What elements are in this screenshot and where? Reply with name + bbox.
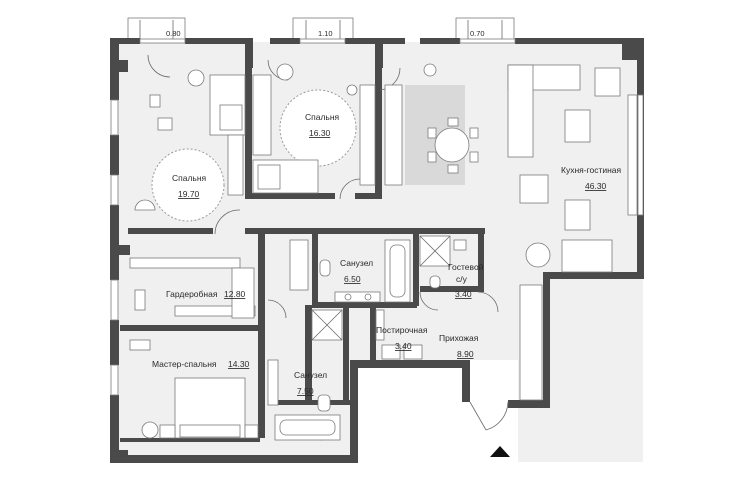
bathroom-2-fixtures — [267, 309, 343, 441]
guest-wc-fixtures — [419, 235, 467, 289]
room-name-bathroom-1: Санузел — [340, 258, 373, 268]
room-area-bathroom-2: 7.50 — [297, 386, 314, 396]
room-name-laundry: Постирочная — [376, 325, 428, 335]
interior-walls — [120, 68, 485, 442]
doors — [147, 54, 509, 441]
room-name-guest-wc-line1: Гостевой — [448, 262, 484, 272]
room-area-bathroom-1: 6.50 — [344, 274, 361, 284]
room-name-bedroom-2: Спальня — [305, 112, 340, 122]
windows — [110, 38, 644, 396]
bedroom-1-furniture — [134, 69, 246, 222]
balcony-3: 0.70 — [455, 17, 515, 43]
room-area-bedroom-2: 16.30 — [309, 128, 331, 138]
room-labels: Спальня 19.70 Спальня 16.30 Кухня-гостин… — [152, 112, 622, 396]
balcony-3-depth: 0.70 — [470, 29, 485, 38]
room-area-laundry: 3.40 — [395, 341, 412, 351]
room-name-hallway: Прихожая — [439, 333, 479, 343]
room-area-bedroom-1: 19.70 — [178, 189, 200, 199]
room-area-wardrobe: 12.80 — [224, 289, 246, 299]
room-name-kitchen-living: Кухня-гостиная — [561, 165, 622, 175]
room-area-guest-wc: 3.40 — [455, 289, 472, 299]
room-name-bedroom-1: Спальня — [172, 173, 207, 183]
room-name-guest-wc-line2: с/у — [456, 274, 468, 284]
room-name-master-bedroom: Мастер-спальня — [152, 359, 217, 369]
wardrobe-fixtures — [129, 257, 256, 319]
balcony-1-depth: 0.80 — [166, 29, 181, 38]
balcony-2-depth: 1.10 — [318, 29, 333, 38]
bedroom-2-furniture — [252, 63, 376, 194]
laundry-fixtures — [375, 309, 423, 360]
room-area-master-bedroom: 14.30 — [228, 359, 250, 369]
room-name-wardrobe: Гардеробная — [166, 289, 218, 299]
hallway-fixtures — [519, 284, 543, 401]
master-bedroom-furniture — [129, 339, 259, 439]
room-area-kitchen-living: 46.30 — [585, 181, 607, 191]
balcony-2: 1.10 — [292, 17, 354, 43]
room-area-hallway: 8.90 — [457, 349, 474, 359]
room-name-bathroom-2: Санузел — [294, 370, 327, 380]
entrance-arrow-icon — [490, 446, 510, 457]
kitchen-living-furniture — [384, 63, 638, 273]
bathroom-1-fixtures — [289, 239, 411, 303]
